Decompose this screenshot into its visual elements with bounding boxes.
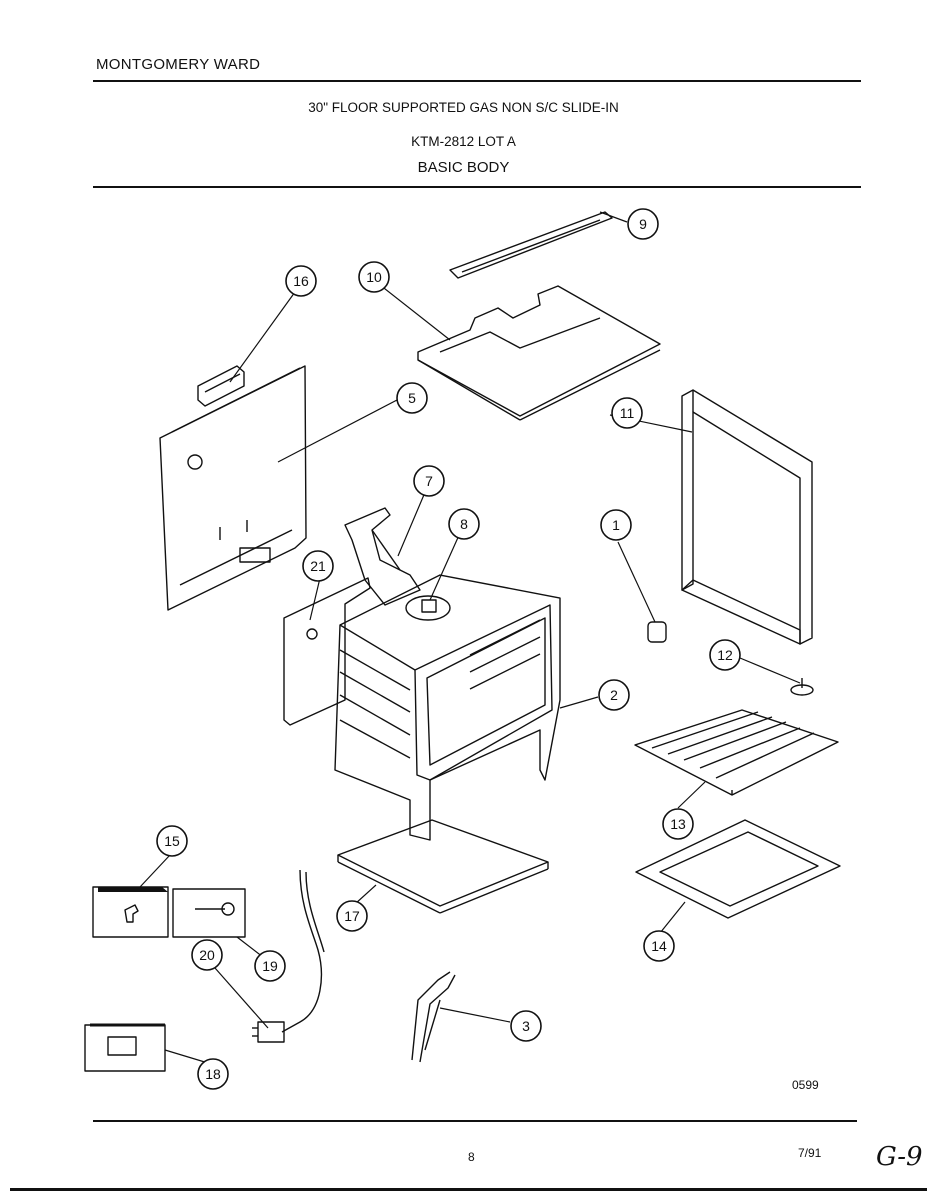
svg-text:2: 2 (610, 687, 618, 703)
part-7-duct (344, 507, 421, 606)
part-10-top-panel (417, 285, 661, 421)
callout-12: 12 (709, 639, 741, 671)
part-1-knob (647, 621, 667, 643)
callout-19: 19 (254, 950, 286, 982)
part-17-bottom-panel (337, 819, 549, 914)
callout-5: 5 (396, 382, 428, 414)
part-20-cord (252, 869, 325, 1043)
callout-18: 18 (197, 1058, 229, 1090)
svg-text:11: 11 (620, 405, 635, 421)
callout-17: 17 (336, 900, 368, 932)
callout-20: 20 (191, 939, 223, 971)
title-line-1: 30" FLOOR SUPPORTED GAS NON S/C SLIDE-IN (308, 100, 619, 115)
svg-text:7: 7 (425, 473, 433, 489)
callout-8: 8 (448, 508, 480, 540)
callouts: 9 10 16 5 11 7 8 1 21 12 2 13 15 17 14 2… (156, 208, 741, 1090)
svg-text:18: 18 (205, 1066, 221, 1082)
page-number: 8 (468, 1150, 475, 1164)
callout-9: 9 (627, 208, 659, 240)
diagram-code: 0599 (792, 1078, 819, 1092)
handwritten-note: G-9 (876, 1142, 923, 1172)
brand-name: MONTGOMERY WARD (96, 56, 261, 73)
svg-text:16: 16 (293, 273, 309, 289)
part-5-back-panel (159, 365, 307, 611)
page-edge-rule (10, 1188, 927, 1191)
callout-11: 11 (611, 397, 643, 429)
title-line-2: KTM-2812 LOT A (411, 134, 516, 149)
part-14-broiler-pan (635, 819, 841, 919)
callout-7: 7 (413, 465, 445, 497)
header-rule-bottom (93, 186, 861, 188)
svg-text:1: 1 (612, 517, 620, 533)
callout-16: 16 (285, 265, 317, 297)
callout-1: 1 (600, 509, 632, 541)
part-15-box (92, 886, 169, 938)
svg-text:13: 13 (670, 816, 686, 832)
svg-text:9: 9 (639, 216, 647, 232)
part-9-strip (449, 211, 613, 279)
svg-text:3: 3 (522, 1018, 530, 1034)
svg-text:14: 14 (651, 938, 667, 954)
part-2-oven-body (334, 574, 561, 841)
callout-2: 2 (598, 679, 630, 711)
callout-14: 14 (643, 930, 675, 962)
part-3-clips (411, 971, 456, 1063)
footer-rule (93, 1120, 857, 1122)
part-11-frame (681, 389, 813, 645)
svg-text:20: 20 (199, 947, 215, 963)
part-19-box (172, 888, 246, 938)
part-8-burner (405, 595, 451, 621)
callout-13: 13 (662, 808, 694, 840)
callout-21: 21 (302, 550, 334, 582)
part-13-rack (634, 709, 839, 796)
part-18-box (84, 1023, 166, 1072)
header-rule-top (93, 80, 861, 82)
svg-text:19: 19 (262, 958, 278, 974)
svg-text:17: 17 (344, 908, 360, 924)
title-line-3: BASIC BODY (417, 159, 510, 176)
part-12-leg (790, 678, 814, 696)
callout-15: 15 (156, 825, 188, 857)
svg-text:12: 12 (717, 647, 733, 663)
callout-3: 3 (510, 1010, 542, 1042)
footer-date: 7/91 (798, 1146, 822, 1160)
svg-text:10: 10 (366, 269, 382, 285)
svg-text:21: 21 (310, 558, 326, 574)
part-21-side-panel (283, 577, 371, 726)
svg-text:15: 15 (164, 833, 180, 849)
svg-text:5: 5 (408, 390, 416, 406)
svg-text:8: 8 (460, 516, 468, 532)
callout-10: 10 (358, 261, 390, 293)
